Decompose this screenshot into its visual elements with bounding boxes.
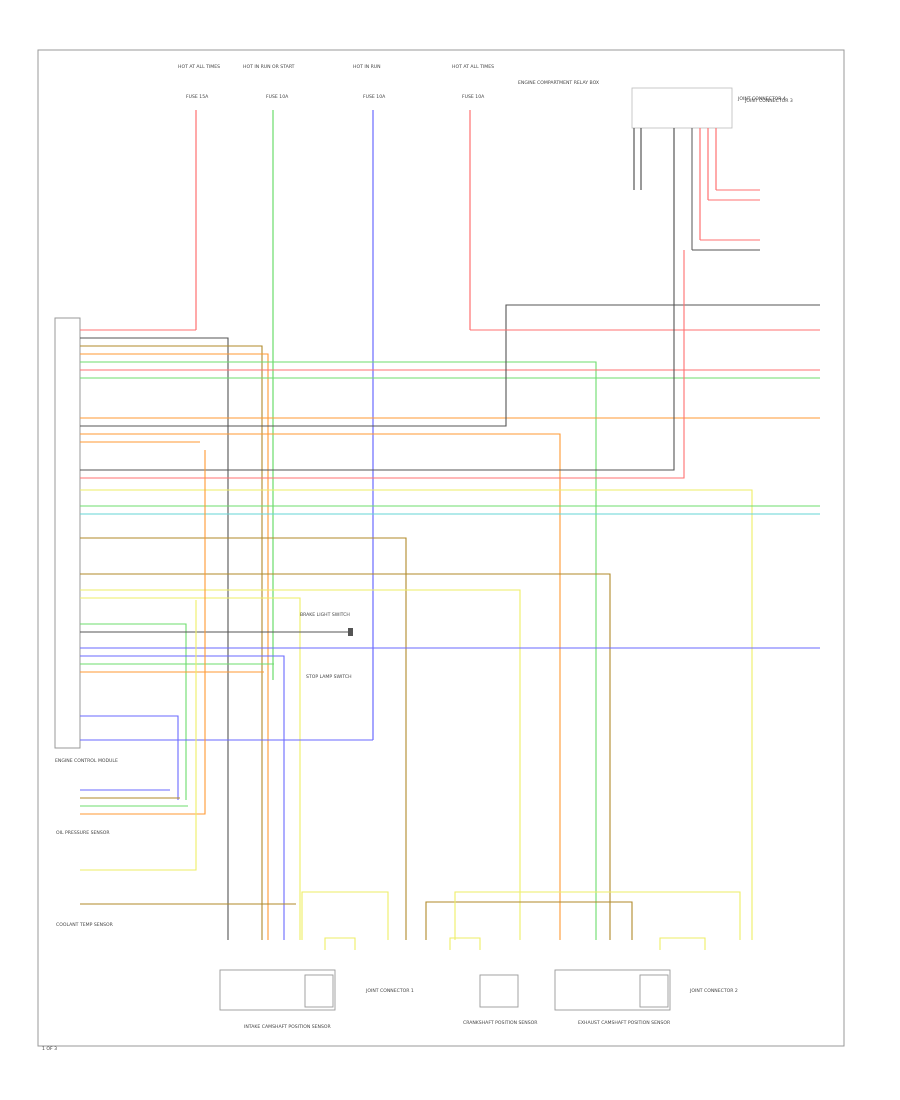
joint-connector-3-label: JOINT CONNECTOR 3 <box>744 98 793 104</box>
fuse-3-top: HOT IN RUN <box>353 64 381 70</box>
fuse-4-top: HOT AT ALL TIMES <box>452 64 494 70</box>
stop-lamp-label: STOP LAMP SWITCH <box>306 674 352 680</box>
relay-box-label: ENGINE COMPARTMENT RELAY BOX <box>518 80 599 86</box>
svg-text:JOINT CONNECTOR 4: JOINT CONNECTOR 4 <box>737 96 786 102</box>
fuse-1-fuse: FUSE 15A <box>186 94 209 100</box>
harness-wires <box>80 250 820 940</box>
sensor-wires <box>80 450 296 905</box>
oil-pressure-label: OIL PRESSURE SENSOR <box>56 830 110 836</box>
bottom-components <box>219 969 671 1011</box>
ecm-connector <box>54 317 81 749</box>
ecm-label: ENGINE CONTROL MODULE <box>55 758 118 764</box>
fuse-labels: HOT AT ALL TIMES FUSE 15A HOT IN RUN OR … <box>178 64 599 100</box>
comp-1-label: INTAKE CAMSHAFT POSITION SENSOR <box>244 1024 332 1030</box>
fuse-3-fuse: FUSE 10A <box>363 94 386 100</box>
coolant-temp-label: COOLANT TEMP SENSOR <box>56 922 114 928</box>
fuse-4-fuse: FUSE 10A <box>462 94 485 100</box>
brake-switch-label: BRAKE LIGHT SWITCH <box>300 612 350 618</box>
page-tag: 1 OF 3 <box>42 1046 57 1052</box>
fuse-2-top: HOT IN RUN OR START <box>243 64 295 70</box>
fuse-2-fuse: FUSE 10A <box>266 94 289 100</box>
fuse-1-top: HOT AT ALL TIMES <box>178 64 220 70</box>
joint-connector-top: JOINT CONNECTOR 4 <box>631 87 786 251</box>
comp-3-label: EXHAUST CAMSHAFT POSITION SENSOR <box>578 1020 671 1026</box>
fuse-feed-lines <box>195 110 471 740</box>
brake-switch <box>348 628 353 636</box>
comp-2-label: CRANKSHAFT POSITION SENSOR <box>463 1020 538 1026</box>
joint-connector-2-label: JOINT CONNECTOR 2 <box>689 988 738 994</box>
diagram-frame <box>37 49 845 1047</box>
bottom-jumpers <box>301 891 741 950</box>
joint-connector-1-label: JOINT CONNECTOR 1 <box>365 988 414 994</box>
